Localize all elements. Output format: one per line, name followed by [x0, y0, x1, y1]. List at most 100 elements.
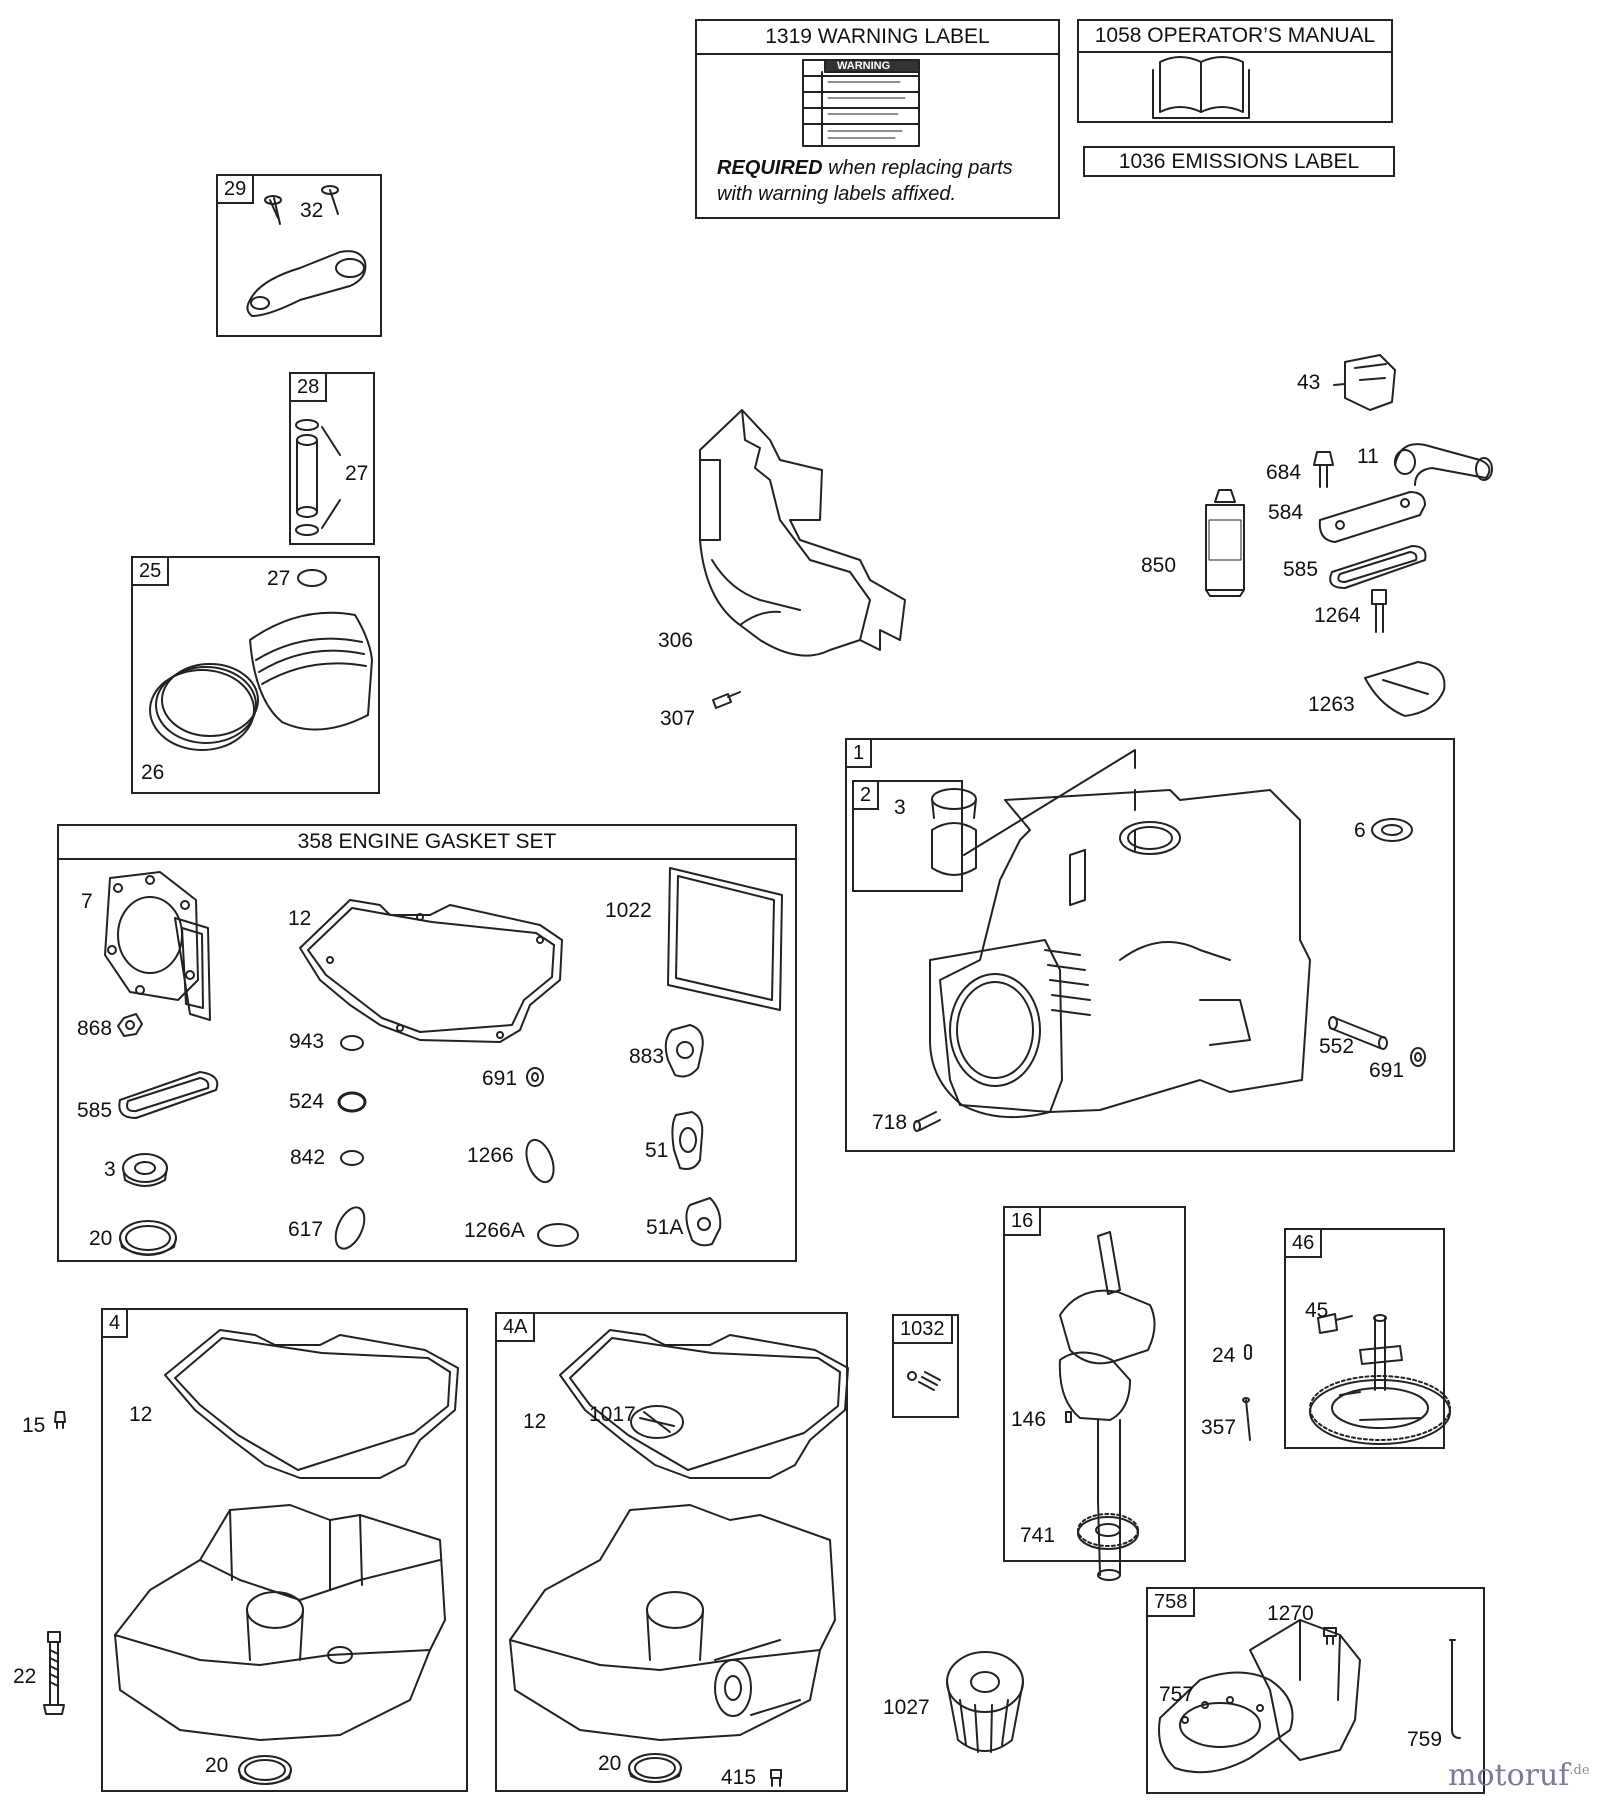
- operators-manual-box: 1058 OPERATOR’S MANUAL: [1077, 19, 1393, 123]
- group-28-number: 28: [291, 374, 328, 402]
- callout-943: 943: [289, 1030, 325, 1053]
- group-2-box: 2: [852, 780, 963, 892]
- engine-gasket-set-box: 358 ENGINE GASKET SET: [57, 824, 797, 1262]
- warning-label-box: 1319 WARNING LABEL WARNING REQUIRED when…: [695, 19, 1060, 219]
- callout-146: 146: [1011, 1408, 1047, 1431]
- plug-415-drawing: [770, 1769, 782, 1787]
- callout-584: 584: [1268, 501, 1304, 524]
- group-1032-box: 1032: [892, 1314, 959, 1418]
- callout-684: 684: [1266, 461, 1302, 484]
- tube-552-drawing: [1328, 1016, 1388, 1050]
- callout-691-block: 691: [1369, 1059, 1405, 1082]
- callout-357: 357: [1201, 1416, 1237, 1439]
- group-1-box: 1: [845, 738, 1455, 1152]
- callout-27-pin: 27: [345, 462, 369, 485]
- dowel-718-drawing: [913, 1111, 941, 1132]
- piston-drawing: [149, 569, 373, 751]
- callout-1027: 1027: [883, 1696, 930, 1719]
- callout-524: 524: [289, 1090, 325, 1113]
- oil-filter-drawing: [946, 1651, 1024, 1753]
- camshaft-drawing: [1309, 1313, 1451, 1445]
- callout-20-sump: 20: [205, 1754, 229, 1777]
- head-gasket-7-drawing: [104, 871, 211, 1021]
- callout-45: 45: [1305, 1299, 1329, 1322]
- callout-842: 842: [290, 1146, 326, 1169]
- required-note-line2: with warning labels affixed.: [717, 183, 957, 205]
- group-2-number: 2: [854, 782, 880, 810]
- group-16-number: 16: [1005, 1208, 1042, 1236]
- bolt-1264-drawing: [1371, 589, 1387, 633]
- sump-gasket-12-drawing: [299, 899, 563, 1043]
- callout-759: 759: [1407, 1728, 1443, 1751]
- operators-manual-title: 1058 OPERATOR’S MANUAL: [1079, 21, 1391, 53]
- callout-1270: 1270: [1267, 1602, 1314, 1625]
- group-4-box: 4: [101, 1308, 468, 1792]
- gear-741-drawing: [1077, 1513, 1139, 1550]
- callout-306: 306: [658, 629, 694, 652]
- callout-691-gasket: 691: [482, 1067, 518, 1090]
- callout-6: 6: [1354, 819, 1366, 842]
- pump-757-drawing: [1158, 1619, 1361, 1774]
- callout-307: 307: [660, 707, 696, 730]
- crankshaft-drawing: [1058, 1231, 1156, 1581]
- o-ring-617-drawing: [334, 1206, 366, 1250]
- o-ring-524-drawing: [337, 1091, 367, 1113]
- callout-20-sump-4a: 20: [598, 1752, 622, 1775]
- group-25-box: 25: [131, 556, 380, 794]
- callout-51: 51: [645, 1139, 669, 1162]
- seal-20-drawing: [119, 1220, 177, 1256]
- group-16-box: 16: [1003, 1206, 1186, 1562]
- callout-1022: 1022: [605, 899, 652, 922]
- callout-12-gasket: 12: [288, 907, 312, 930]
- callout-1266: 1266: [467, 1144, 514, 1167]
- callout-585-top: 585: [1283, 558, 1319, 581]
- gasket-51a-drawing: [685, 1197, 722, 1247]
- group-28-box: 28: [289, 372, 375, 545]
- group-4a-box: 4A: [495, 1312, 848, 1792]
- warning-sticker-icon: [802, 59, 920, 147]
- pin-24-drawing: [1244, 1344, 1252, 1360]
- motoruf-watermark: motoruf.de: [1448, 1758, 1590, 1793]
- group-29-number: 29: [218, 176, 255, 204]
- cylinder-block-drawing: [929, 749, 1311, 1119]
- group-46-box: 46: [1284, 1228, 1445, 1449]
- gasket-943-drawing: [340, 1035, 364, 1051]
- sump-4a-drawing: [509, 1329, 849, 1741]
- piston-pin-drawing: [295, 419, 341, 536]
- callout-3-gasket: 3: [104, 1158, 116, 1181]
- callout-12-sump-4a: 12: [523, 1410, 547, 1433]
- seal-3-drawing: [122, 1153, 168, 1187]
- callout-415: 415: [721, 1766, 757, 1789]
- shroud-drawing: [699, 409, 906, 657]
- group-4a-number: 4A: [497, 1314, 536, 1342]
- seal-20a-drawing: [238, 1755, 292, 1785]
- bolt-307-drawing: [712, 691, 741, 709]
- rocker-cover-gasket-1022-drawing: [667, 867, 783, 1011]
- book-icon: [1152, 56, 1250, 119]
- gasket-585-drawing: [118, 1071, 219, 1119]
- group-1-number: 1: [847, 740, 873, 768]
- callout-15: 15: [22, 1414, 46, 1437]
- watermark-suffix: .de: [1569, 1763, 1590, 1778]
- bolt-22-drawing: [43, 1631, 65, 1715]
- gasket-51-drawing: [671, 1111, 704, 1170]
- engine-gasket-set-title: 358 ENGINE GASKET SET: [59, 826, 795, 860]
- breather-gasket-drawing: [1329, 545, 1427, 589]
- screw-684-drawing: [1313, 451, 1334, 488]
- seal-6-drawing: [1371, 818, 1413, 842]
- breather-cover-drawing: [1318, 491, 1426, 543]
- group-1032-number: 1032: [894, 1316, 953, 1344]
- group-29-box: 29: [216, 174, 382, 337]
- callout-11: 11: [1357, 445, 1379, 468]
- nut-868-drawing: [117, 1013, 143, 1037]
- callout-1266a: 1266A: [464, 1219, 525, 1242]
- o-ring-1266a-drawing: [537, 1223, 579, 1247]
- callout-1264: 1264: [1314, 604, 1361, 627]
- callout-585-gasket: 585: [77, 1099, 113, 1122]
- group-25-number: 25: [133, 558, 170, 586]
- callout-22: 22: [13, 1665, 37, 1688]
- callout-7: 7: [81, 890, 93, 913]
- callout-868: 868: [77, 1017, 113, 1040]
- pickup-1270-drawing: [1323, 1627, 1337, 1645]
